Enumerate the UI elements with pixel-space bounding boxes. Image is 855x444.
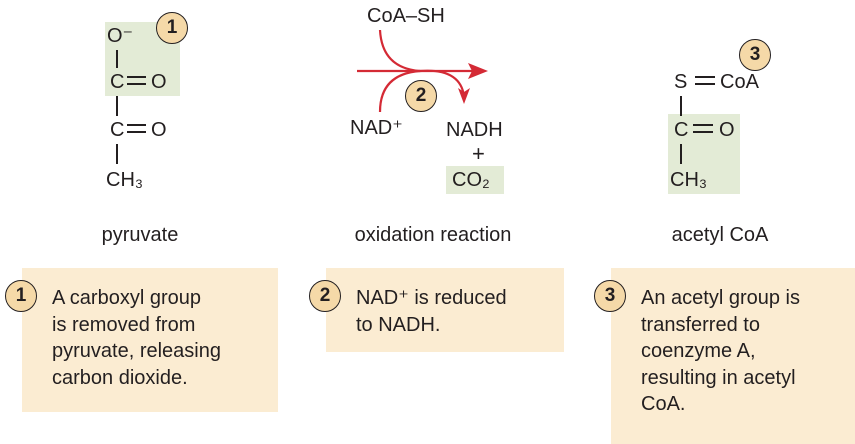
nad-label: NAD⁺: [350, 117, 403, 139]
nadh-label: NADH: [446, 119, 503, 141]
co2-highlight: [446, 166, 504, 194]
note-2-text: NAD⁺ is reduced to NADH.: [356, 285, 507, 338]
acetyl-ch3: CH₃: [670, 169, 708, 191]
acetyl-c: C: [674, 119, 689, 141]
note-1-box: [22, 268, 278, 412]
pyruvate-o1: O: [151, 71, 167, 93]
step-1-badge: 1: [156, 12, 188, 44]
note-1-badge: 1: [5, 280, 37, 312]
note-1-line-3: pyruvate, releasing: [52, 340, 221, 362]
reaction-label: oxidation reaction: [354, 224, 512, 246]
acetyl-coa: CoA: [720, 71, 759, 93]
note-3-line-2: transferred to: [641, 313, 760, 336]
note-2-line-2: to NADH.: [356, 313, 441, 336]
note-1-line-2: is removed from: [52, 313, 196, 336]
step-2-badge: 2: [405, 80, 437, 112]
note-3-badge: 3: [594, 280, 626, 312]
note-2-line-1: NAD⁺ is reduced: [356, 287, 507, 309]
acetyl-s: S: [674, 71, 688, 93]
step-3-badge: 3: [739, 39, 771, 71]
pyruvate-label: pyruvate: [101, 224, 179, 246]
pyruvate-c1: C: [110, 71, 125, 93]
pyruvate-c2: C: [110, 119, 125, 141]
note-1-text: A carboxyl group is removed from pyruvat…: [52, 285, 221, 391]
acetyl-o: O: [719, 119, 735, 141]
acetyl-coa-label: acetyl CoA: [671, 224, 769, 246]
pyruvate-o2: O: [151, 119, 167, 141]
co2-label: CO₂: [452, 169, 490, 191]
note-3-line-1: An acetyl group is: [641, 287, 800, 309]
note-3-line-5: CoA.: [641, 393, 686, 415]
coa-sh-label: CoA–SH: [367, 5, 445, 27]
plus-sign: +: [472, 141, 485, 166]
note-2-badge: 2: [309, 280, 341, 312]
note-3-line-4: resulting in acetyl: [641, 366, 796, 389]
note-1-line-4: carbon dioxide.: [52, 366, 188, 389]
note-3-line-3: coenzyme A,: [641, 340, 756, 362]
pyruvate-o-minus: O⁻: [107, 25, 134, 47]
note-3-text: An acetyl group is transferred to coenzy…: [641, 285, 800, 418]
note-3-box: [611, 268, 855, 444]
pyruvate-ch3: CH₃: [106, 169, 144, 191]
note-1-line-1: A carboxyl group: [52, 287, 201, 309]
note-2-box: [326, 268, 564, 352]
